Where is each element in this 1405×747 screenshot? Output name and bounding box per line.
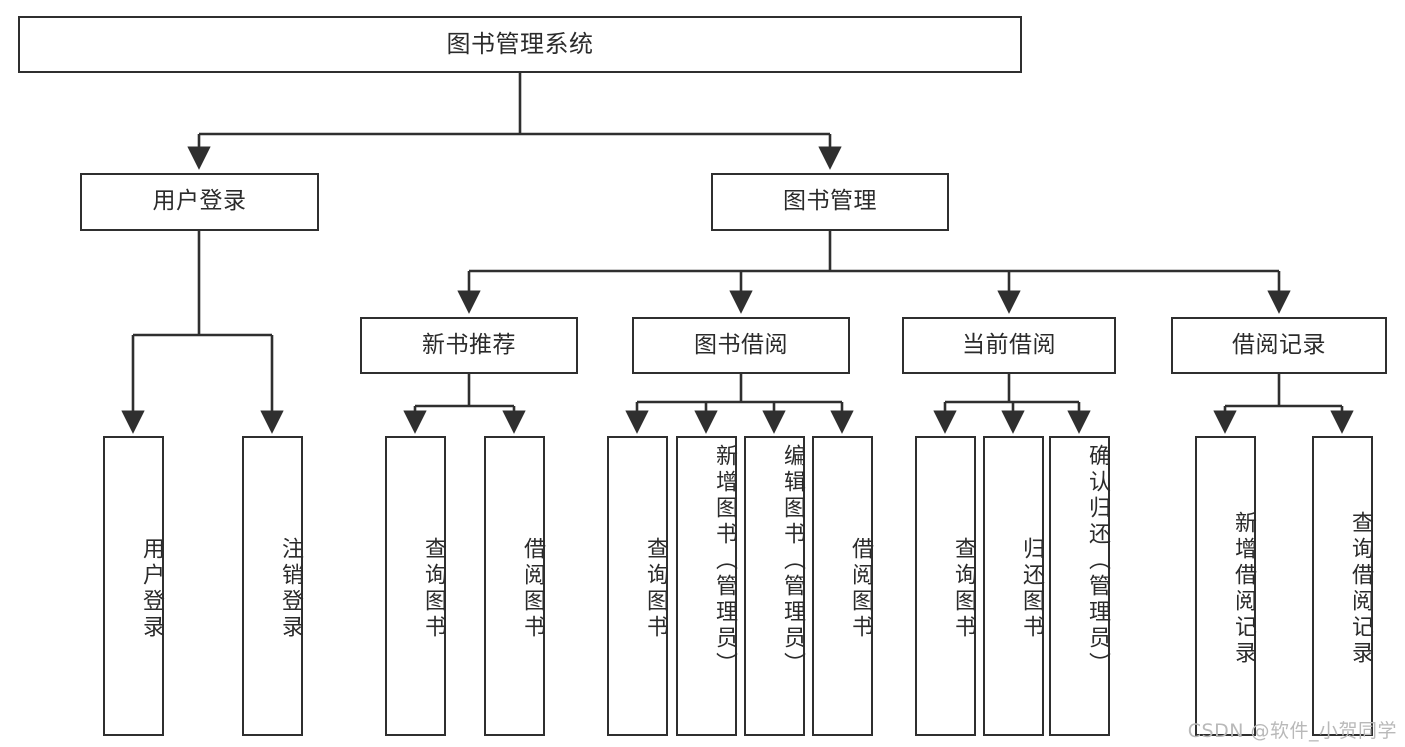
node-user-login[interactable]: 用户登录 — [80, 173, 319, 231]
node-leaf-borrow-book-1[interactable]: 借阅图书 — [484, 436, 545, 736]
node-leaf-label: 借阅图书 — [848, 537, 873, 641]
node-leaf-label: 注销登录 — [278, 537, 303, 641]
node-leaf-label: 新增借阅记录 — [1231, 511, 1256, 667]
node-leaf-label: 查询借阅记录 — [1348, 511, 1373, 667]
node-leaf-label: 查询图书 — [951, 537, 976, 641]
node-leaf-add-borrow-record[interactable]: 新增借阅记录 — [1195, 436, 1256, 736]
node-leaf-borrow-book-2[interactable]: 借阅图书 — [812, 436, 873, 736]
node-leaf-query-borrow-record[interactable]: 查询借阅记录 — [1312, 436, 1373, 736]
node-leaf-label: 确认归还（管理员） — [1085, 444, 1110, 678]
node-leaf-user-login[interactable]: 用户登录 — [103, 436, 164, 736]
node-leaf-query-book-1[interactable]: 查询图书 — [385, 436, 446, 736]
node-current-borrow[interactable]: 当前借阅 — [902, 317, 1116, 374]
node-leaf-label: 归还图书 — [1019, 537, 1044, 641]
node-leaf-label: 编辑图书（管理员） — [780, 444, 805, 678]
node-leaf-add-book-admin[interactable]: 新增图书（管理员） — [676, 436, 737, 736]
node-leaf-confirm-return-admin[interactable]: 确认归还（管理员） — [1049, 436, 1110, 736]
node-leaf-edit-book-admin[interactable]: 编辑图书（管理员） — [744, 436, 805, 736]
node-leaf-label: 借阅图书 — [520, 537, 545, 641]
node-book-borrow[interactable]: 图书借阅 — [632, 317, 850, 374]
node-leaf-label: 查询图书 — [421, 537, 446, 641]
node-leaf-query-book-3[interactable]: 查询图书 — [915, 436, 976, 736]
node-new-book-recommend[interactable]: 新书推荐 — [360, 317, 578, 374]
node-leaf-label: 新增图书（管理员） — [712, 444, 737, 678]
node-leaf-query-book-2[interactable]: 查询图书 — [607, 436, 668, 736]
node-borrow-record[interactable]: 借阅记录 — [1171, 317, 1387, 374]
node-book-manage[interactable]: 图书管理 — [711, 173, 949, 231]
node-leaf-logout-login[interactable]: 注销登录 — [242, 436, 303, 736]
node-leaf-return-book[interactable]: 归还图书 — [983, 436, 1044, 736]
node-leaf-label: 查询图书 — [643, 537, 668, 641]
node-root-system[interactable]: 图书管理系统 — [18, 16, 1022, 73]
node-leaf-label: 用户登录 — [139, 537, 164, 641]
